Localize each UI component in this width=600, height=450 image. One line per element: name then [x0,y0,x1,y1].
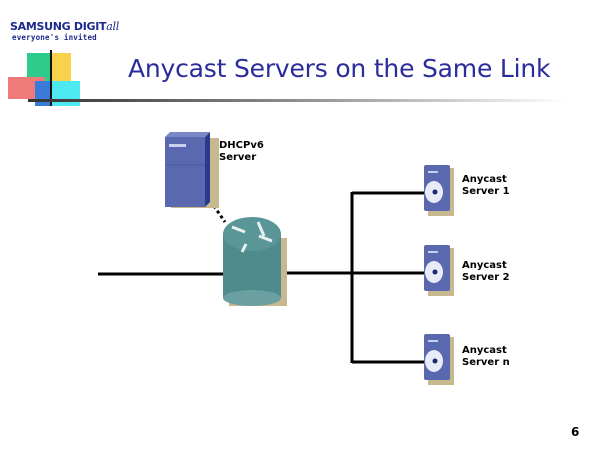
dhcp-label-line1: DHCPv6 [219,140,264,151]
logo-tagline: everyone's invited [12,33,97,42]
slide-title: Anycast Servers on the Same Link [128,54,551,83]
cd-server-icon-1 [424,165,454,216]
anycast-server-2-label: Anycast Server 2 [462,260,510,284]
anycast-server-n-label: Anycast Server n [462,345,510,369]
server-n-label-line1: Anycast [462,345,507,356]
samsung-logo: SAMSUNG DIGITall [10,20,119,33]
server-2-label-line2: Server 2 [462,272,510,283]
title-underline [28,99,568,102]
tower-server-icon [165,132,219,208]
deco-green-block [27,53,51,81]
server-2-label-line1: Anycast [462,260,507,271]
cd-server-icon-n [424,334,454,385]
page-number: 6 [571,425,580,439]
deco-yellow-block [51,53,71,81]
logo-brand-suffix: all [106,20,119,33]
cd-server-icon-2 [424,245,454,296]
deco-blue-block [35,81,52,106]
server-1-label-line2: Server 1 [462,186,510,197]
dhcp-dotted-link [205,195,227,223]
deco-cyan-block [52,81,80,106]
dhcp-server-label: DHCPv6 Server [219,140,264,164]
anycast-server-1-label: Anycast Server 1 [462,174,510,198]
server-1-label-line1: Anycast [462,174,507,185]
logo-brand: SAMSUNG DIGIT [10,20,107,33]
router-icon [223,217,287,306]
server-n-label-line2: Server n [462,357,510,368]
dhcp-label-line2: Server [219,152,257,163]
